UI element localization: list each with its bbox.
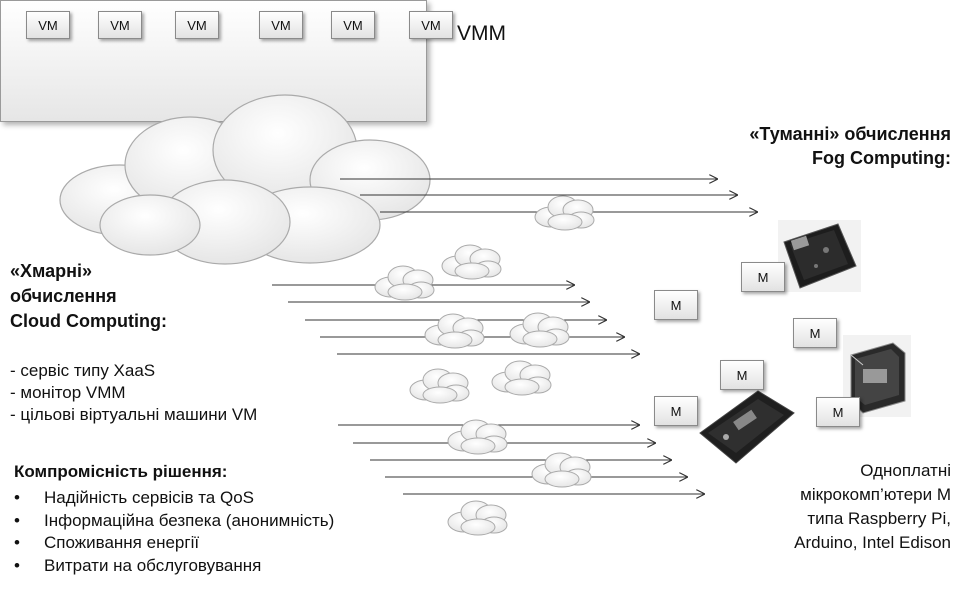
m-box: M <box>816 397 860 427</box>
m-box: M <box>720 360 764 390</box>
m-box: M <box>793 318 837 348</box>
m-box: M <box>654 290 698 320</box>
vm-box: VM <box>331 11 375 39</box>
bullet-dot: • <box>14 555 20 575</box>
vm-box: VM <box>98 11 142 39</box>
raspberry-pi-case <box>843 335 911 417</box>
fog-title-line: «Туманні» обчислення <box>749 124 951 144</box>
fog-title: «Туманні» обчислення Fog Computing: <box>749 122 951 170</box>
sbc-line: Arduino, Intel Edison <box>794 533 951 552</box>
cloud-title-line: Cloud Computing: <box>10 311 167 331</box>
bullet-dot: • <box>14 510 20 530</box>
compromise-list: • Надійність сервісів та QoS • Інформаційн… <box>14 487 334 577</box>
vm-box: VM <box>26 11 70 39</box>
feature-item: - сервіс типу XaaS <box>10 361 156 380</box>
small-cloud <box>374 265 435 301</box>
small-cloud <box>441 244 502 280</box>
m-box: M <box>741 262 785 292</box>
small-cloud <box>409 368 470 404</box>
m-box: M <box>654 396 698 426</box>
vm-box: VM <box>175 11 219 39</box>
cloud-title-line: «Хмарні» <box>10 261 92 281</box>
bullet-item: • Витрати на обслуговування <box>14 555 334 578</box>
feature-item: - цільові віртуальні машини VM <box>10 405 258 424</box>
bullet-item: • Надійність сервісів та QoS <box>14 487 334 510</box>
sbc-line: мікрокомп’ютери M <box>800 485 951 504</box>
fog-title-line: Fog Computing: <box>812 148 951 168</box>
vm-box: VM <box>259 11 303 39</box>
intel-edison-board <box>778 220 861 292</box>
bullet-item: • Споживання енергії <box>14 532 334 555</box>
bullet-text: Витрати на обслуговування <box>44 555 262 575</box>
cloud-title-line: обчислення <box>10 286 117 306</box>
feature-list: - сервіс типу XaaS - монітор VMM - цільо… <box>10 360 257 426</box>
arduino-board <box>699 390 795 464</box>
small-cloud <box>447 500 508 536</box>
bullet-dot: • <box>14 488 20 507</box>
bullet-text: Споживання енергії <box>44 533 200 552</box>
vm-box: VM <box>409 11 453 39</box>
bullet-text: Інформаційна безпека (анонимність) <box>44 510 335 530</box>
vmm-label: VMM <box>457 22 506 45</box>
sbc-line: Одноплатні <box>860 461 951 480</box>
bullet-dot: • <box>14 533 20 552</box>
cloud-title: «Хмарні» обчислення Cloud Computing: <box>10 259 167 334</box>
bullet-text: Надійність сервісів та QoS <box>44 488 254 507</box>
compromise-title: Компромісність рішення: <box>14 462 228 481</box>
small-cloud <box>491 360 552 396</box>
big-cloud <box>59 94 431 265</box>
small-cloud <box>534 195 595 231</box>
small-cloud <box>424 313 485 349</box>
feature-item: - монітор VMM <box>10 383 126 402</box>
small-cloud <box>531 452 592 488</box>
bullet-item: • Інформаційна безпека (анонимність) <box>14 510 334 533</box>
sbc-description: Одноплатні мікрокомп’ютери M типа Raspbe… <box>794 459 951 555</box>
small-cloud <box>509 312 570 348</box>
sbc-line: типа Raspberry Pi, <box>807 509 951 528</box>
